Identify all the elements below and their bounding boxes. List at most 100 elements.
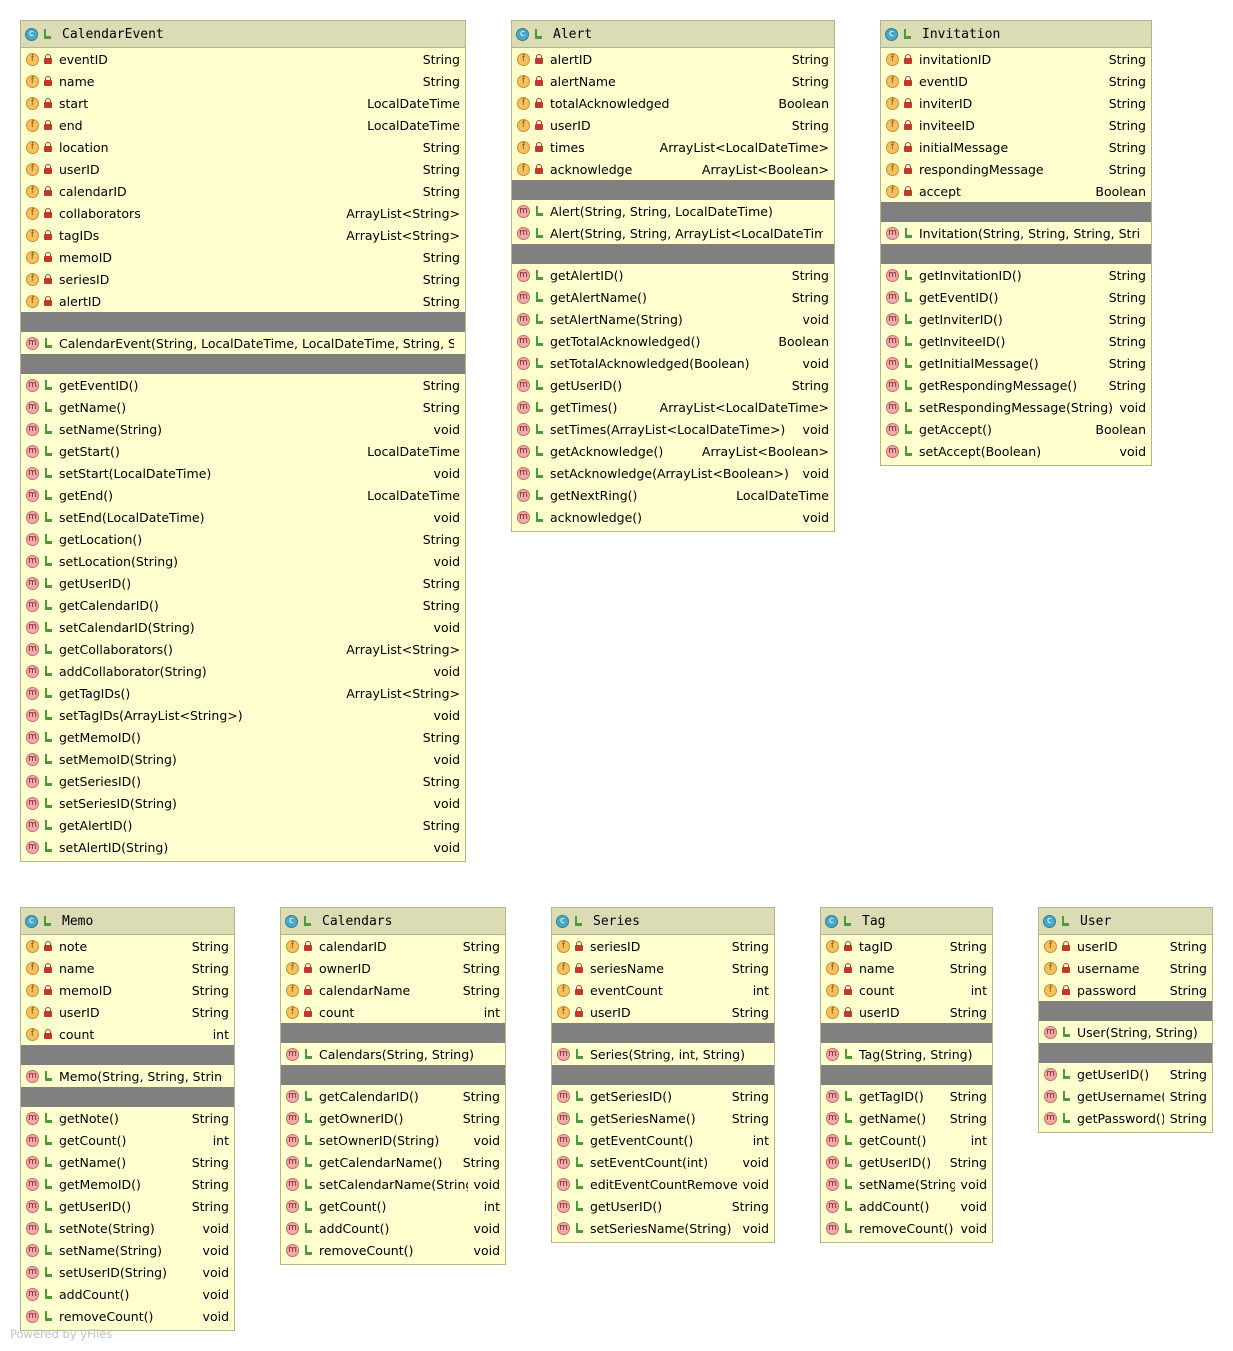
- field-row[interactable]: fuserIDString: [512, 114, 834, 136]
- method-row[interactable]: msetAlertName(String)void: [512, 308, 834, 330]
- method-row[interactable]: msetOwnerID(String)void: [281, 1129, 505, 1151]
- field-row[interactable]: finitialMessageString: [881, 136, 1151, 158]
- method-row[interactable]: mgetCalendarID()String: [281, 1085, 505, 1107]
- method-row[interactable]: mgetTimes()ArrayList<LocalDateTime>: [512, 396, 834, 418]
- method-row[interactable]: mgetAcknowledge()ArrayList<Boolean>: [512, 440, 834, 462]
- method-row[interactable]: msetStart(LocalDateTime)void: [21, 462, 465, 484]
- constructor-row[interactable]: mAlert(String, String, LocalDateTime): [512, 200, 834, 222]
- class-box-series[interactable]: cSeriesfseriesIDStringfseriesNameStringf…: [551, 907, 775, 1243]
- method-row[interactable]: mgetUserID()String: [821, 1151, 992, 1173]
- method-row[interactable]: mgetUserID()String: [512, 374, 834, 396]
- field-row[interactable]: ftagIDString: [821, 935, 992, 957]
- field-row[interactable]: fnoteString: [21, 935, 234, 957]
- field-row[interactable]: ftagIDsArrayList<String>: [21, 224, 465, 246]
- constructor-row[interactable]: mCalendarEvent(String, LocalDateTime, Lo…: [21, 332, 465, 354]
- constructor-row[interactable]: mTag(String, String): [821, 1043, 992, 1065]
- class-box-alert[interactable]: cAlertfalertIDStringfalertNameStringftot…: [511, 20, 835, 532]
- field-row[interactable]: fcountint: [21, 1023, 234, 1045]
- method-row[interactable]: mgetAlertID()String: [512, 264, 834, 286]
- method-row[interactable]: msetName(String)void: [21, 418, 465, 440]
- field-row[interactable]: falertIDString: [512, 48, 834, 70]
- method-row[interactable]: msetRespondingMessage(String)void: [881, 396, 1151, 418]
- method-row[interactable]: msetCalendarName(String)void: [281, 1173, 505, 1195]
- class-header[interactable]: cAlert: [512, 21, 834, 48]
- method-row[interactable]: mgetAccept()Boolean: [881, 418, 1151, 440]
- field-row[interactable]: frespondingMessageString: [881, 158, 1151, 180]
- field-row[interactable]: finvitationIDString: [881, 48, 1151, 70]
- method-row[interactable]: mgetMemoID()String: [21, 726, 465, 748]
- field-row[interactable]: flocationString: [21, 136, 465, 158]
- method-row[interactable]: mgetPassword()String: [1039, 1107, 1212, 1129]
- method-row[interactable]: msetAlertID(String)void: [21, 836, 465, 858]
- field-row[interactable]: fnameString: [21, 70, 465, 92]
- field-row[interactable]: fuserIDString: [21, 158, 465, 180]
- field-row[interactable]: fcountint: [281, 1001, 505, 1023]
- method-row[interactable]: mgetUserID()String: [1039, 1063, 1212, 1085]
- class-header[interactable]: cCalendars: [281, 908, 505, 935]
- field-row[interactable]: ftotalAcknowledgedBoolean: [512, 92, 834, 114]
- method-row[interactable]: mgetCount()int: [821, 1129, 992, 1151]
- field-row[interactable]: facknowledgeArrayList<Boolean>: [512, 158, 834, 180]
- method-row[interactable]: msetMemoID(String)void: [21, 748, 465, 770]
- field-row[interactable]: fcountint: [821, 979, 992, 1001]
- method-row[interactable]: msetName(String)void: [821, 1173, 992, 1195]
- class-header[interactable]: cCalendarEvent: [21, 21, 465, 48]
- field-row[interactable]: falertNameString: [512, 70, 834, 92]
- method-row[interactable]: mgetLocation()String: [21, 528, 465, 550]
- field-row[interactable]: falertIDString: [21, 290, 465, 312]
- method-row[interactable]: mgetEventID()String: [881, 286, 1151, 308]
- class-header[interactable]: cUser: [1039, 908, 1212, 935]
- field-row[interactable]: finviterIDString: [881, 92, 1151, 114]
- method-row[interactable]: msetTimes(ArrayList<LocalDateTime>)void: [512, 418, 834, 440]
- constructor-row[interactable]: mInvitation(String, String, String, Stri…: [881, 222, 1151, 244]
- field-row[interactable]: feventCountint: [552, 979, 774, 1001]
- field-row[interactable]: fcalendarNameString: [281, 979, 505, 1001]
- method-row[interactable]: mgetEventCount()int: [552, 1129, 774, 1151]
- method-row[interactable]: mgetCollaborators()ArrayList<String>: [21, 638, 465, 660]
- field-row[interactable]: fcollaboratorsArrayList<String>: [21, 202, 465, 224]
- field-row[interactable]: facceptBoolean: [881, 180, 1151, 202]
- method-row[interactable]: mgetUserID()String: [21, 572, 465, 594]
- method-row[interactable]: msetEnd(LocalDateTime)void: [21, 506, 465, 528]
- method-row[interactable]: msetLocation(String)void: [21, 550, 465, 572]
- method-row[interactable]: mgetInviterID()String: [881, 308, 1151, 330]
- method-row[interactable]: mgetInviteeID()String: [881, 330, 1151, 352]
- method-row[interactable]: meditEventCountRemove()void: [552, 1173, 774, 1195]
- field-row[interactable]: fcalendarIDString: [281, 935, 505, 957]
- method-row[interactable]: macknowledge()void: [512, 506, 834, 528]
- field-row[interactable]: feventIDString: [881, 70, 1151, 92]
- constructor-row[interactable]: mCalendars(String, String): [281, 1043, 505, 1065]
- field-row[interactable]: fendLocalDateTime: [21, 114, 465, 136]
- field-row[interactable]: ftimesArrayList<LocalDateTime>: [512, 136, 834, 158]
- method-row[interactable]: maddCount()void: [821, 1195, 992, 1217]
- method-row[interactable]: mgetOwnerID()String: [281, 1107, 505, 1129]
- method-row[interactable]: mgetAlertID()String: [21, 814, 465, 836]
- field-row[interactable]: fpasswordString: [1039, 979, 1212, 1001]
- field-row[interactable]: fnameString: [821, 957, 992, 979]
- method-row[interactable]: msetAccept(Boolean)void: [881, 440, 1151, 462]
- method-row[interactable]: mgetName()String: [21, 1151, 234, 1173]
- method-row[interactable]: msetSeriesName(String)void: [552, 1217, 774, 1239]
- class-header[interactable]: cTag: [821, 908, 992, 935]
- field-row[interactable]: fseriesIDString: [21, 268, 465, 290]
- constructor-row[interactable]: mSeries(String, int, String): [552, 1043, 774, 1065]
- class-box-tag[interactable]: cTagftagIDStringfnameStringfcountintfuse…: [820, 907, 993, 1243]
- method-row[interactable]: mgetUsername()String: [1039, 1085, 1212, 1107]
- method-row[interactable]: msetName(String)void: [21, 1239, 234, 1261]
- field-row[interactable]: fstartLocalDateTime: [21, 92, 465, 114]
- method-row[interactable]: mgetSeriesName()String: [552, 1107, 774, 1129]
- class-box-invitation[interactable]: cInvitationfinvitationIDStringfeventIDSt…: [880, 20, 1152, 466]
- method-row[interactable]: msetTagIDs(ArrayList<String>)void: [21, 704, 465, 726]
- method-row[interactable]: mgetTotalAcknowledged()Boolean: [512, 330, 834, 352]
- method-row[interactable]: mgetRespondingMessage()String: [881, 374, 1151, 396]
- method-row[interactable]: mgetEventID()String: [21, 374, 465, 396]
- method-row[interactable]: mgetInvitationID()String: [881, 264, 1151, 286]
- field-row[interactable]: fownerIDString: [281, 957, 505, 979]
- field-row[interactable]: fmemoIDString: [21, 979, 234, 1001]
- method-row[interactable]: mgetName()String: [21, 396, 465, 418]
- method-row[interactable]: mgetSeriesID()String: [21, 770, 465, 792]
- field-row[interactable]: fuserIDString: [552, 1001, 774, 1023]
- field-row[interactable]: fnameString: [21, 957, 234, 979]
- class-header[interactable]: cMemo: [21, 908, 234, 935]
- method-row[interactable]: mremoveCount()void: [281, 1239, 505, 1261]
